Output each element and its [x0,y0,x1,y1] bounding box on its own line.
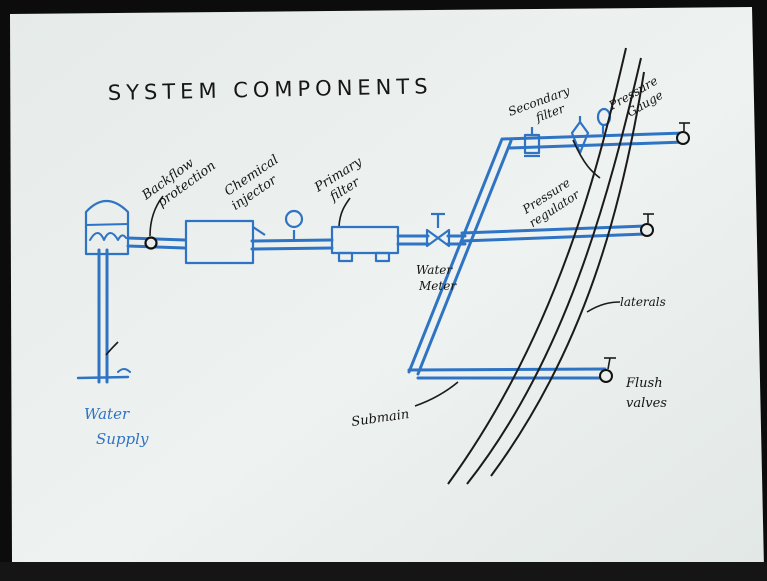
svg-text:Meter: Meter [418,279,457,293]
bottom-frame [0,562,767,581]
svg-text:Water: Water [84,405,130,423]
svg-text:Flush: Flush [625,376,663,391]
svg-text:Water: Water [416,263,453,277]
backflow-valve [146,238,157,249]
svg-text:valves: valves [626,396,667,411]
label-laterals: laterals [620,295,666,309]
svg-text:Supply: Supply [96,430,149,448]
